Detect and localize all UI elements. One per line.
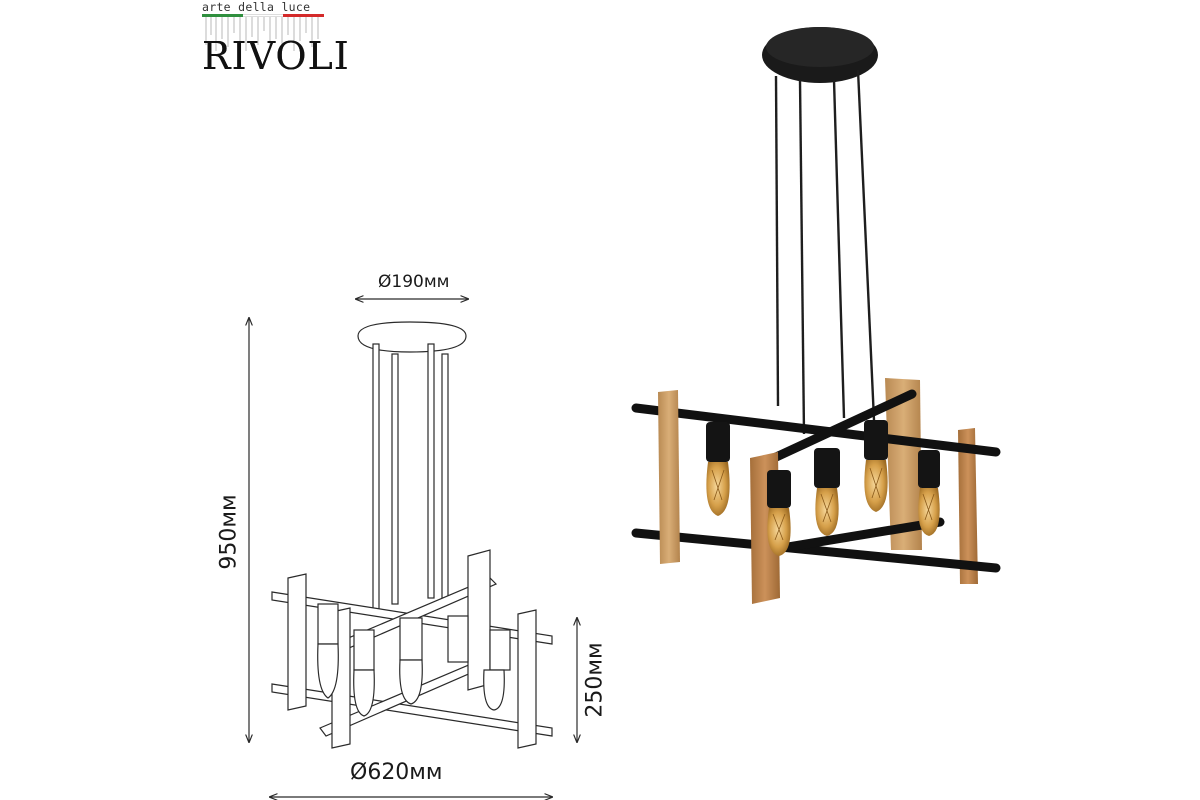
brand-tagline: arte della luce (202, 0, 311, 14)
line-drawing (249, 299, 577, 797)
flag-green (202, 14, 243, 17)
drawing-canopy (357, 321, 467, 353)
photo-slats-rear (885, 378, 978, 584)
logo-hanging-lines-icon (205, 17, 319, 51)
total-height-label: 950мм (216, 494, 242, 570)
brand-name: RIVOLI (202, 34, 350, 78)
drawing-rods (372, 343, 449, 611)
product-photo (631, 27, 1001, 604)
body-height-label: 250мм (582, 642, 608, 718)
flag-red (283, 14, 325, 17)
italian-flag-stripe (202, 14, 325, 17)
photo-sockets (706, 420, 940, 508)
brand-logo: arte della luce RIVOLI (200, 0, 349, 80)
photo-bulbs (706, 460, 940, 556)
body-diameter-label: Ø620мм (350, 760, 443, 785)
drawing-slats (287, 549, 537, 749)
flag-white (242, 14, 284, 17)
photo-filaments (711, 467, 935, 541)
drawing-bulbs (317, 603, 511, 717)
canopy-diameter-label: Ø190мм (378, 272, 450, 292)
photo-bars (631, 389, 1001, 573)
photo-cords (774, 69, 876, 435)
